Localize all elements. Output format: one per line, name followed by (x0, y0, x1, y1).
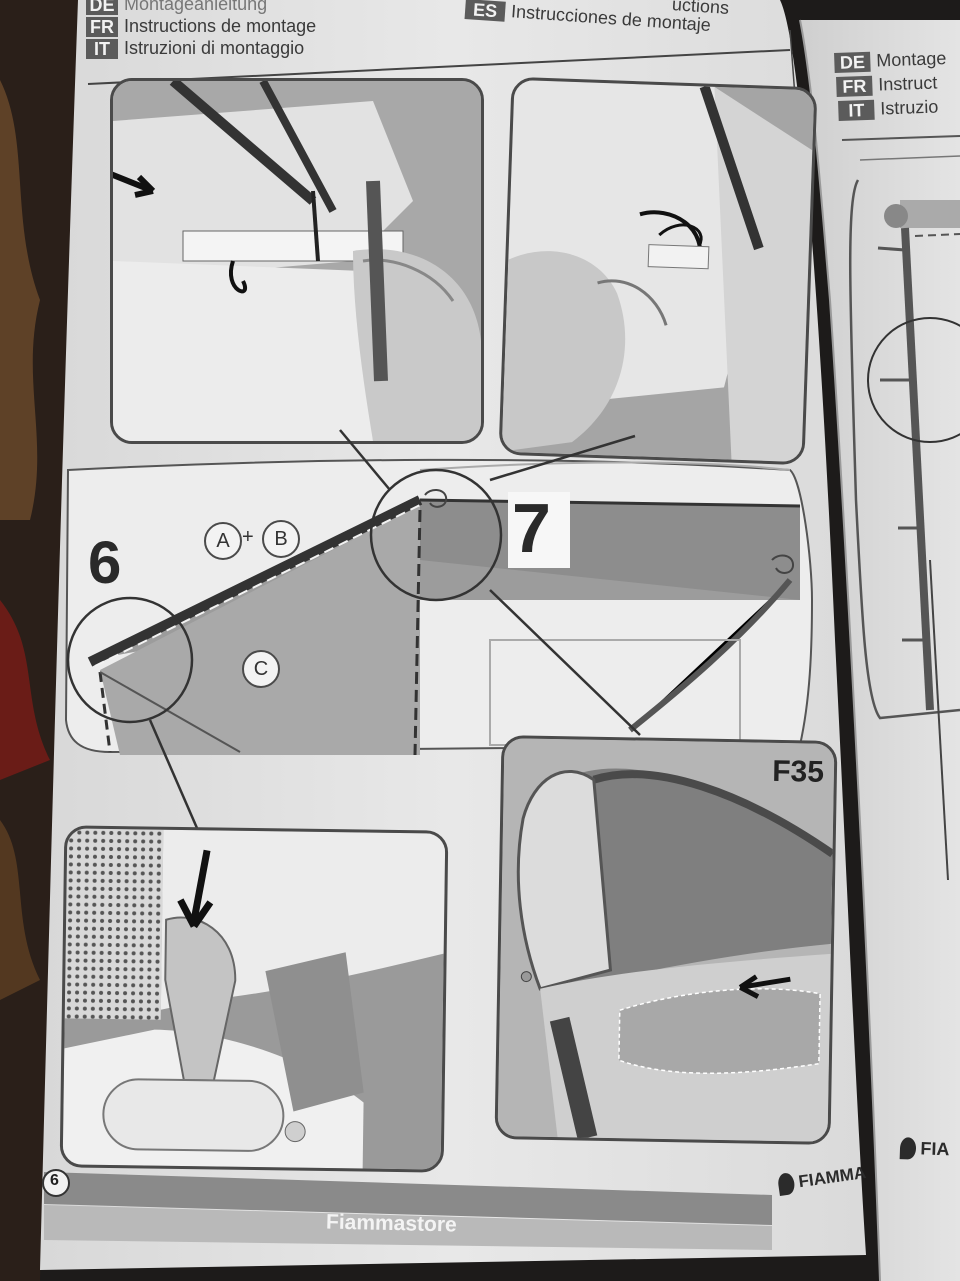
step-number-7: 7 (512, 489, 551, 567)
part-label-a: A (204, 522, 242, 560)
photo-rail-insert-illustration (62, 828, 446, 1170)
fiamma-logo-right-text: FIA (920, 1138, 950, 1160)
lang-code-fr: FR (86, 16, 118, 37)
step-number-6: 6 (88, 529, 122, 596)
footer-bar (42, 1169, 772, 1250)
lang-code-de: DE (86, 0, 118, 15)
lang-row-fr: FR Instructions de montage (86, 16, 316, 37)
photo-rail-insert (59, 825, 449, 1173)
lang-text-it: Istruzioni di montaggio (124, 38, 305, 58)
lang-text-fr: Instructions de montage (124, 16, 317, 36)
photo-strap-hook-right (498, 76, 818, 466)
part-label-b: B (262, 520, 300, 558)
fiamma-logo-right: FIA (899, 1137, 950, 1161)
part-label-c: C (242, 650, 280, 688)
photo-strap-hook-right-illustration (501, 79, 815, 463)
lang-code-it: IT (86, 38, 118, 59)
photo-f35-end-cap-illustration (497, 738, 835, 1142)
fiamma-logo-right-flame-icon (899, 1137, 917, 1160)
part-label-plus: + (242, 526, 254, 548)
photo-strap-hook-left (110, 78, 484, 444)
photo-strap-hook-left-illustration (113, 81, 481, 441)
lang-row-it: IT Istruzioni di montaggio (86, 38, 304, 59)
lang-text-de: Montageanleitung (124, 0, 268, 14)
photo-f35-end-cap: F35 (494, 735, 838, 1145)
lang-row-de: DE Montageanleitung (86, 0, 267, 15)
step-number-7-box (508, 492, 570, 568)
page-number: 6 (50, 1172, 59, 1189)
